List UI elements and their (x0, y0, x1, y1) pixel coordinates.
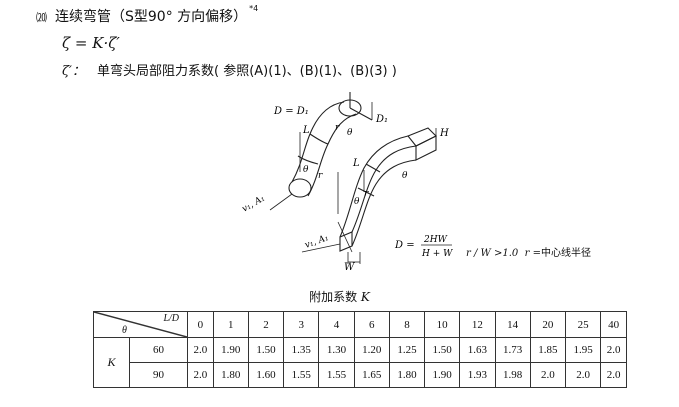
column-header: 4 (318, 311, 355, 338)
label-w: W (344, 262, 355, 272)
label-d1: D₁ (375, 114, 388, 125)
k-value-cell: 2.0 (529, 362, 567, 388)
section-title: 连续弯管（S型90° 方向偏移） (55, 9, 248, 25)
column-header: 12 (459, 311, 496, 338)
row-label-k: K (93, 337, 130, 388)
k-value-cell: 1.95 (564, 337, 602, 363)
definition-text: 单弯头局部阻力系数( 参照(A)(1)、(B)(1)、(B)(3) ) (97, 64, 397, 79)
k-value-cell: 1.65 (353, 362, 390, 388)
hydraulic-diameter-lhs: D = (394, 240, 415, 251)
label-theta-upper: θ (347, 128, 353, 138)
k-value-cell: 2.0 (564, 362, 602, 388)
label-r-right: r (364, 189, 369, 199)
k-value-cell: 1.63 (459, 337, 496, 363)
k-value-cell: 1.93 (459, 362, 496, 388)
note-r-symbol: r = (524, 248, 541, 259)
k-value-cell: 1.98 (494, 362, 531, 388)
reference-superscript: *4 (249, 4, 259, 13)
label-theta-right: θ (402, 171, 408, 181)
theta-cell: 90 (129, 362, 188, 388)
k-value-cell: 1.50 (247, 337, 285, 363)
k-value-cell: 2.0 (600, 337, 627, 363)
k-value-cell: 1.80 (388, 362, 426, 388)
k-value-cell: 1.20 (353, 337, 390, 363)
label-l-lower: L (352, 158, 360, 169)
header-corner: L/D θ (93, 311, 188, 338)
k-value-cell: 2.0 (600, 362, 627, 388)
label-d-equals-d1: D = D₁ (273, 106, 309, 117)
column-header: 8 (388, 311, 426, 338)
column-header: 20 (529, 311, 567, 338)
s-bend-diagram: D = D₁ D₁ H L L θ r θ r θ r θ v₁, A₁ v₁,… (241, 92, 453, 272)
section-heading: ⒇ 连续弯管（S型90° 方向偏移）*4 (36, 4, 259, 26)
column-header: 2 (247, 311, 285, 338)
k-value-cell: 1.73 (494, 337, 531, 363)
label-v1-a1-rect: v₁, A₁ (304, 233, 330, 251)
label-theta-left: θ (303, 165, 309, 175)
k-value-cell: 1.60 (247, 362, 285, 388)
column-header: 14 (494, 311, 531, 338)
k-value-cell: 1.30 (318, 337, 355, 363)
label-r-left: r (318, 171, 323, 181)
label-h: H (439, 128, 449, 139)
column-header: 10 (424, 311, 461, 338)
hydraulic-diameter-numerator: 2HW (423, 235, 448, 245)
caption-text: 附加系数 (309, 290, 361, 304)
caption-symbol: K (360, 290, 370, 304)
k-value-cell: 1.90 (424, 362, 461, 388)
column-header: 40 (600, 311, 627, 338)
k-value-cell: 1.25 (388, 337, 426, 363)
k-value-cell: 1.55 (318, 362, 355, 388)
label-theta-lower: θ (354, 197, 360, 207)
column-header: 1 (212, 311, 249, 338)
note-condition: r / W >1.0 (466, 248, 519, 259)
k-value-cell: 1.85 (529, 337, 567, 363)
column-header: 6 (353, 311, 390, 338)
k-value-cell: 1.55 (283, 362, 320, 388)
column-header: 25 (564, 311, 602, 338)
column-header: 0 (187, 311, 214, 338)
k-value-cell: 1.90 (212, 337, 249, 363)
definition: ζ′： 单弯头局部阻力系数( 参照(A)(1)、(B)(1)、(B)(3) ) (62, 60, 397, 79)
k-value-cell: 2.0 (187, 362, 214, 388)
header-ld: L/D (163, 313, 179, 324)
label-v1-a1-round: v₁, A₁ (241, 194, 267, 215)
note-r-text: 中心线半径 (540, 248, 591, 259)
label-l-upper: L (302, 125, 310, 136)
formula: ζ = K·ζ′ (62, 34, 120, 52)
hydraulic-diameter-denominator: H + W (421, 249, 453, 259)
table-caption: 附加系数 K (0, 288, 679, 305)
k-value-cell: 1.80 (212, 362, 249, 388)
k-value-cell: 1.35 (283, 337, 320, 363)
k-value-cell: 2.0 (187, 337, 214, 363)
header-theta: θ (122, 325, 127, 336)
column-header: 3 (283, 311, 320, 338)
label-r-upper: r (335, 123, 340, 133)
k-value-cell: 1.50 (424, 337, 461, 363)
theta-cell: 60 (129, 337, 188, 363)
definition-symbol: ζ′： (62, 64, 85, 79)
section-number: ⒇ (36, 11, 47, 24)
condition-note: r / W >1.0 r =中心线半径 (466, 244, 591, 259)
